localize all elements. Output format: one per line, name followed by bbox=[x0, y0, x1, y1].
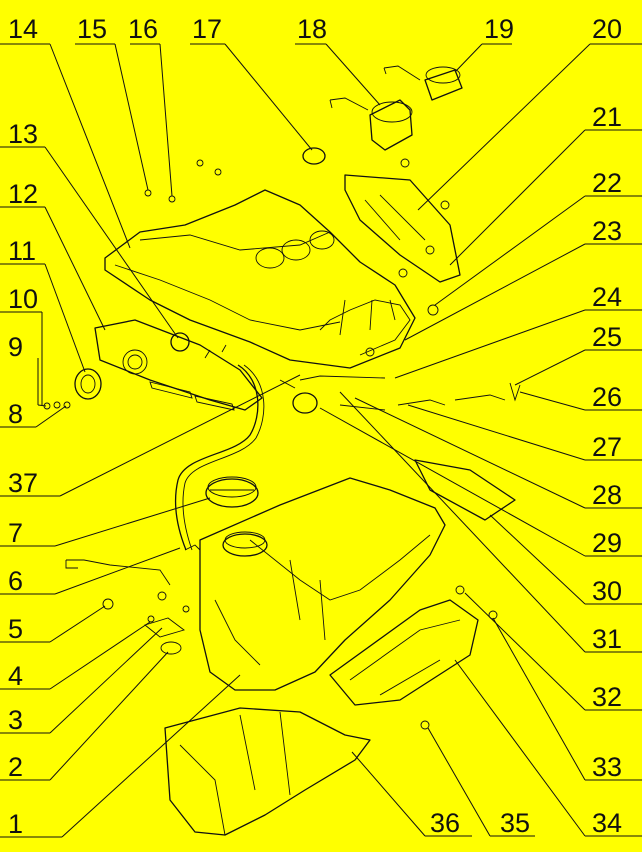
callout-1: 1 bbox=[8, 809, 23, 839]
callout-16: 16 bbox=[128, 14, 158, 44]
callout-13: 13 bbox=[8, 119, 38, 149]
leader-lines bbox=[0, 43, 642, 838]
callout-10: 10 bbox=[8, 284, 38, 314]
side-bracket-panel bbox=[344, 174, 461, 283]
fuel-cap bbox=[205, 476, 259, 508]
small-hardware bbox=[43, 147, 521, 730]
callout-17: 17 bbox=[192, 14, 222, 44]
callout-20: 20 bbox=[592, 14, 622, 44]
callout-37: 37 bbox=[8, 468, 38, 498]
callout-26: 26 bbox=[592, 382, 622, 412]
callout-9: 9 bbox=[8, 332, 23, 362]
upper-body-panel bbox=[104, 189, 416, 369]
callout-labels: 1 2 3 4 5 6 7 8 9 10 11 12 13 14 15 16 1… bbox=[8, 14, 622, 839]
callout-23: 23 bbox=[592, 216, 622, 246]
meter-housing bbox=[329, 97, 413, 151]
callout-28: 28 bbox=[592, 480, 622, 510]
callout-24: 24 bbox=[592, 282, 622, 312]
callout-33: 33 bbox=[592, 752, 622, 782]
callout-12: 12 bbox=[8, 179, 38, 209]
callout-2: 2 bbox=[8, 752, 23, 782]
callout-8: 8 bbox=[8, 399, 23, 429]
callout-4: 4 bbox=[8, 661, 23, 691]
callout-21: 21 bbox=[592, 102, 622, 132]
callout-6: 6 bbox=[8, 566, 23, 596]
callout-32: 32 bbox=[592, 682, 622, 712]
callout-31: 31 bbox=[592, 624, 622, 654]
callout-34: 34 bbox=[592, 808, 622, 838]
callout-36: 36 bbox=[430, 808, 460, 838]
callout-25: 25 bbox=[592, 322, 622, 352]
fuel-hose bbox=[174, 364, 265, 551]
callout-3: 3 bbox=[8, 705, 23, 735]
callout-15: 15 bbox=[77, 14, 107, 44]
callout-5: 5 bbox=[8, 614, 23, 644]
lower-guard bbox=[164, 707, 371, 836]
callout-29: 29 bbox=[592, 528, 622, 558]
callout-22: 22 bbox=[592, 168, 622, 198]
callout-11: 11 bbox=[8, 236, 36, 266]
skid-plate bbox=[329, 599, 479, 706]
callout-14: 14 bbox=[8, 14, 38, 44]
callout-30: 30 bbox=[592, 576, 622, 606]
callout-7: 7 bbox=[8, 518, 23, 548]
callout-35: 35 bbox=[500, 808, 530, 838]
fuel-tank bbox=[199, 477, 446, 691]
callout-19: 19 bbox=[484, 14, 514, 44]
gauge-panel bbox=[94, 319, 263, 411]
meter-unit bbox=[383, 65, 463, 101]
callout-18: 18 bbox=[297, 14, 327, 44]
callout-27: 27 bbox=[592, 432, 622, 462]
